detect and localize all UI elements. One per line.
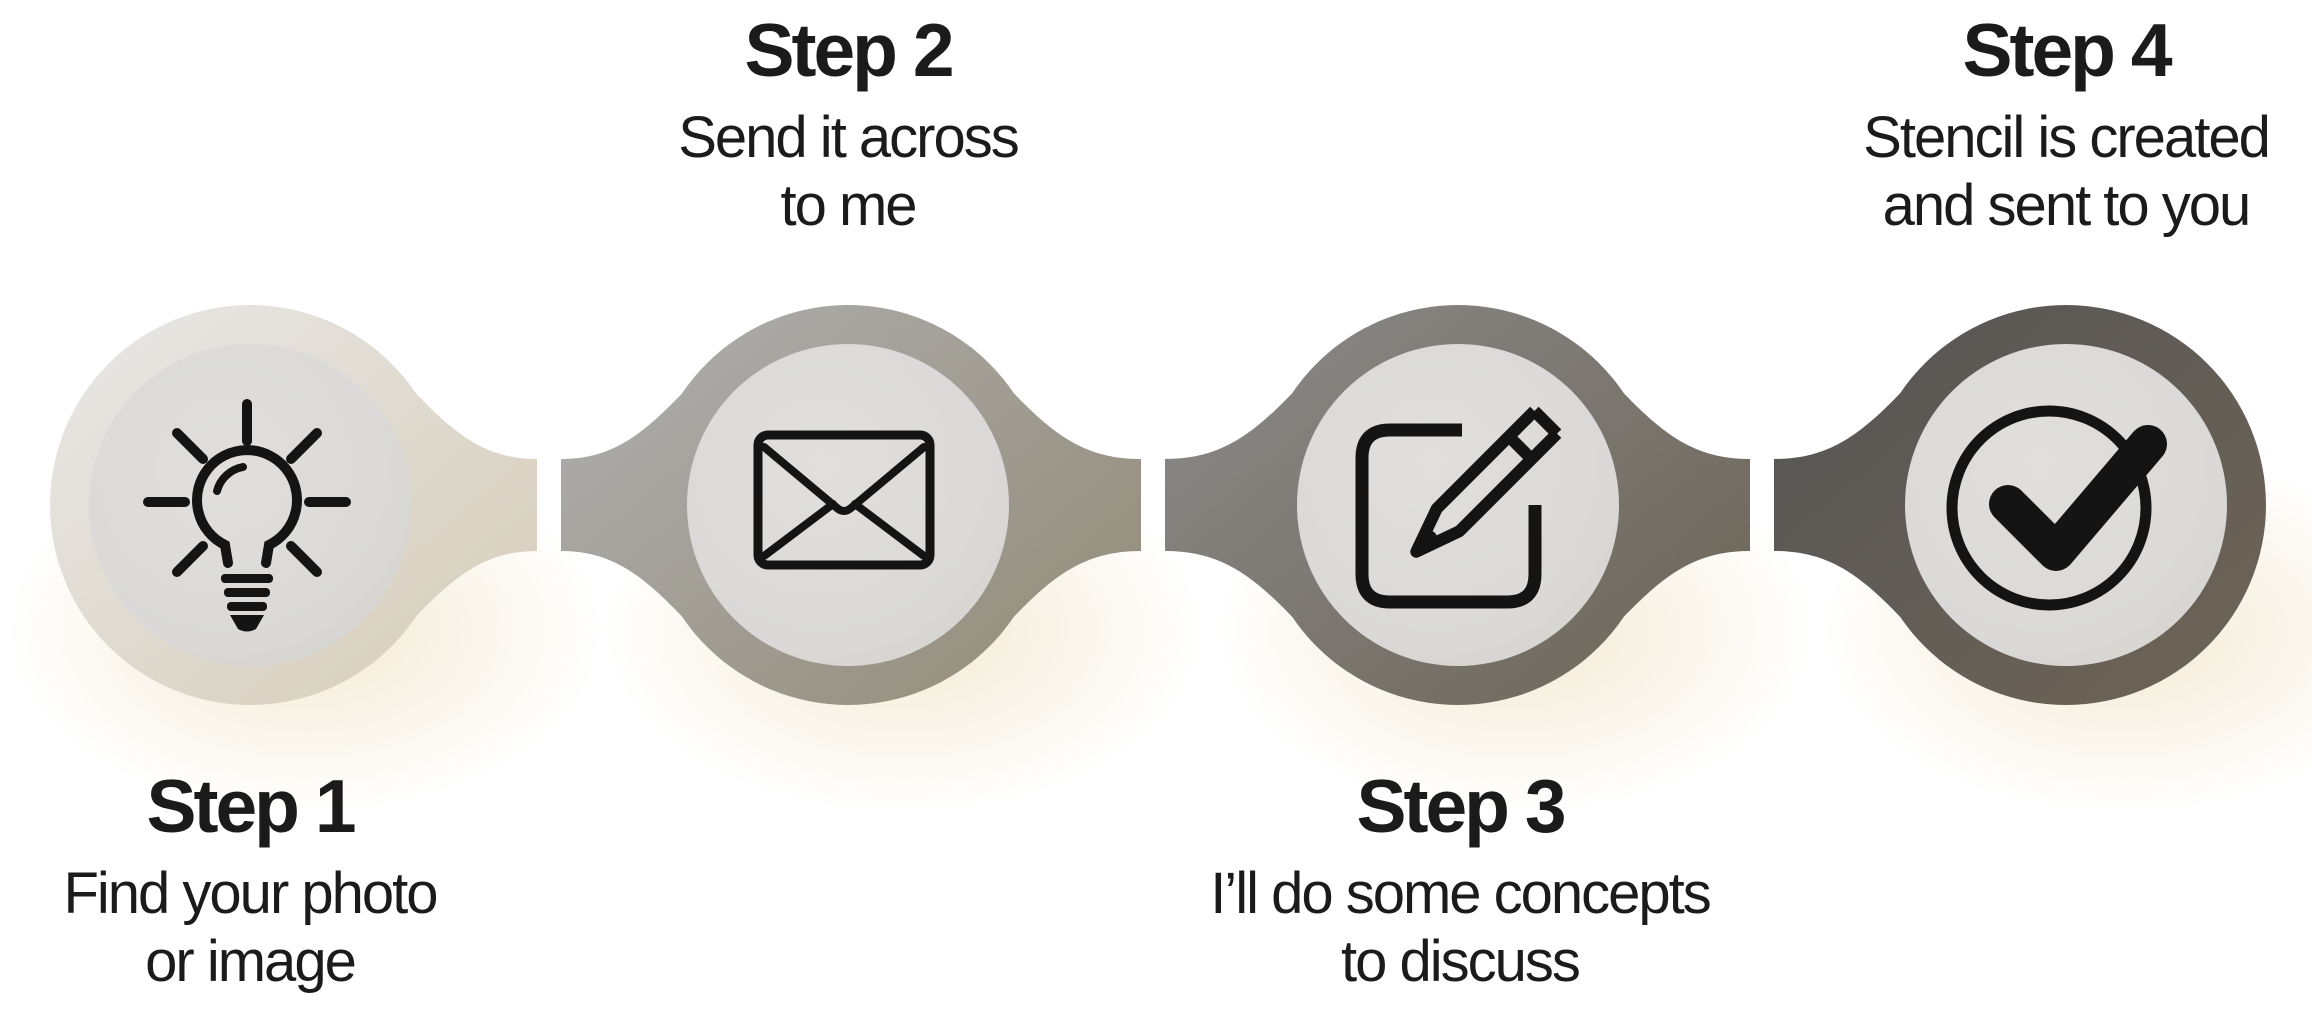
step-4-title: Step 4 — [1962, 8, 2172, 92]
envelope-back-folds — [760, 500, 928, 560]
step-2-inner-circle — [687, 344, 1009, 666]
pencil-body — [1410, 406, 1562, 558]
lightbulb-glass — [192, 445, 302, 568]
step-1-label: Step 1 Find your photo or image — [0, 766, 560, 996]
envelope-icon — [753, 430, 935, 570]
step-3-label: Step 3 I’ll do some concepts to discuss — [1150, 766, 1770, 996]
edit-square — [1355, 423, 1542, 609]
envelope-body — [753, 430, 935, 570]
step-1-description: Find your photo or image — [0, 860, 560, 996]
step-4-description-line-1: Stencil is created — [1863, 105, 2271, 170]
step-3-inner-circle — [1297, 344, 1619, 666]
step-2-title: Step 2 — [744, 8, 954, 92]
step-3-graphic — [1165, 305, 1750, 705]
step-3-description: I’ll do some concepts to discuss — [1150, 860, 1770, 996]
lightbulb-thread — [224, 588, 270, 597]
edit-pencil-icon — [1355, 406, 1562, 609]
check-circle-icon — [1946, 405, 2167, 611]
step-1-graphic — [50, 305, 537, 705]
step-3-description-line-1: I’ll do some concepts — [1210, 861, 1712, 926]
step-1-description-line-2: or image — [145, 929, 357, 994]
step-4-label: Step 4 Stencil is created and sent to yo… — [1756, 10, 2312, 240]
step-3-description-line-2: to discuss — [1341, 929, 1581, 994]
step-2-label: Step 2 Send it across to me — [538, 10, 1158, 240]
lightbulb-thread — [221, 574, 273, 583]
step-2-description-line-2: to me — [780, 173, 917, 238]
step-1-inner-circle — [89, 344, 411, 666]
step-2-description: Send it across to me — [538, 104, 1158, 240]
step-4-description-line-2: and sent to you — [1882, 173, 2252, 238]
step-2-graphic — [561, 305, 1141, 705]
step-2-description-line-1: Send it across — [678, 105, 1020, 170]
lightbulb-highlight — [213, 463, 247, 495]
pencil-nib — [1416, 530, 1438, 552]
lightbulb-icon — [143, 399, 351, 632]
step-4-graphic — [1774, 305, 2266, 705]
step-1-title: Step 1 — [146, 764, 356, 848]
lightbulb-rays — [143, 399, 351, 577]
step-3-title: Step 3 — [1356, 764, 1566, 848]
check-outline-circle — [1946, 405, 2152, 611]
lightbulb-thread — [227, 602, 267, 611]
lightbulb-base-tip — [230, 615, 264, 632]
step-1-description-line-1: Find your photo — [63, 861, 438, 926]
check-mark — [1989, 425, 2167, 571]
step-4-description: Stencil is created and sent to you — [1756, 104, 2312, 240]
envelope-flap — [760, 443, 928, 515]
